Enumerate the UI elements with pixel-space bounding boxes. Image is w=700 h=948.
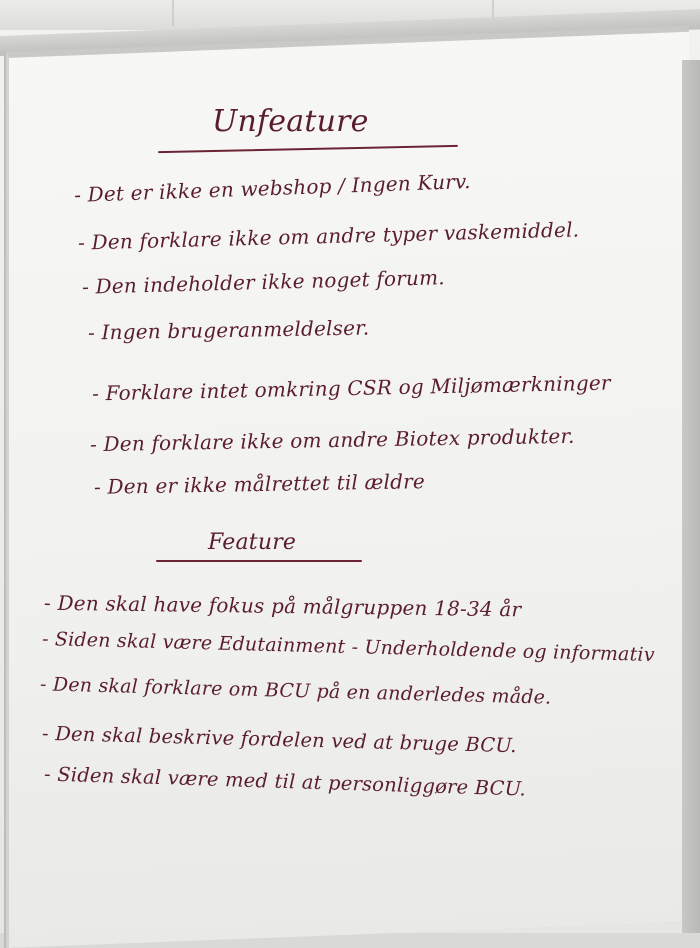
ceiling-seam (492, 0, 494, 26)
unfeature-heading: Unfeature (212, 104, 369, 139)
board-edge (682, 60, 700, 933)
unfeature-item: - Ingen brugeranmeldelser. (87, 315, 370, 345)
feature-underline (156, 560, 362, 562)
feature-heading: Feature (208, 530, 297, 555)
ceiling-seam (172, 0, 174, 26)
